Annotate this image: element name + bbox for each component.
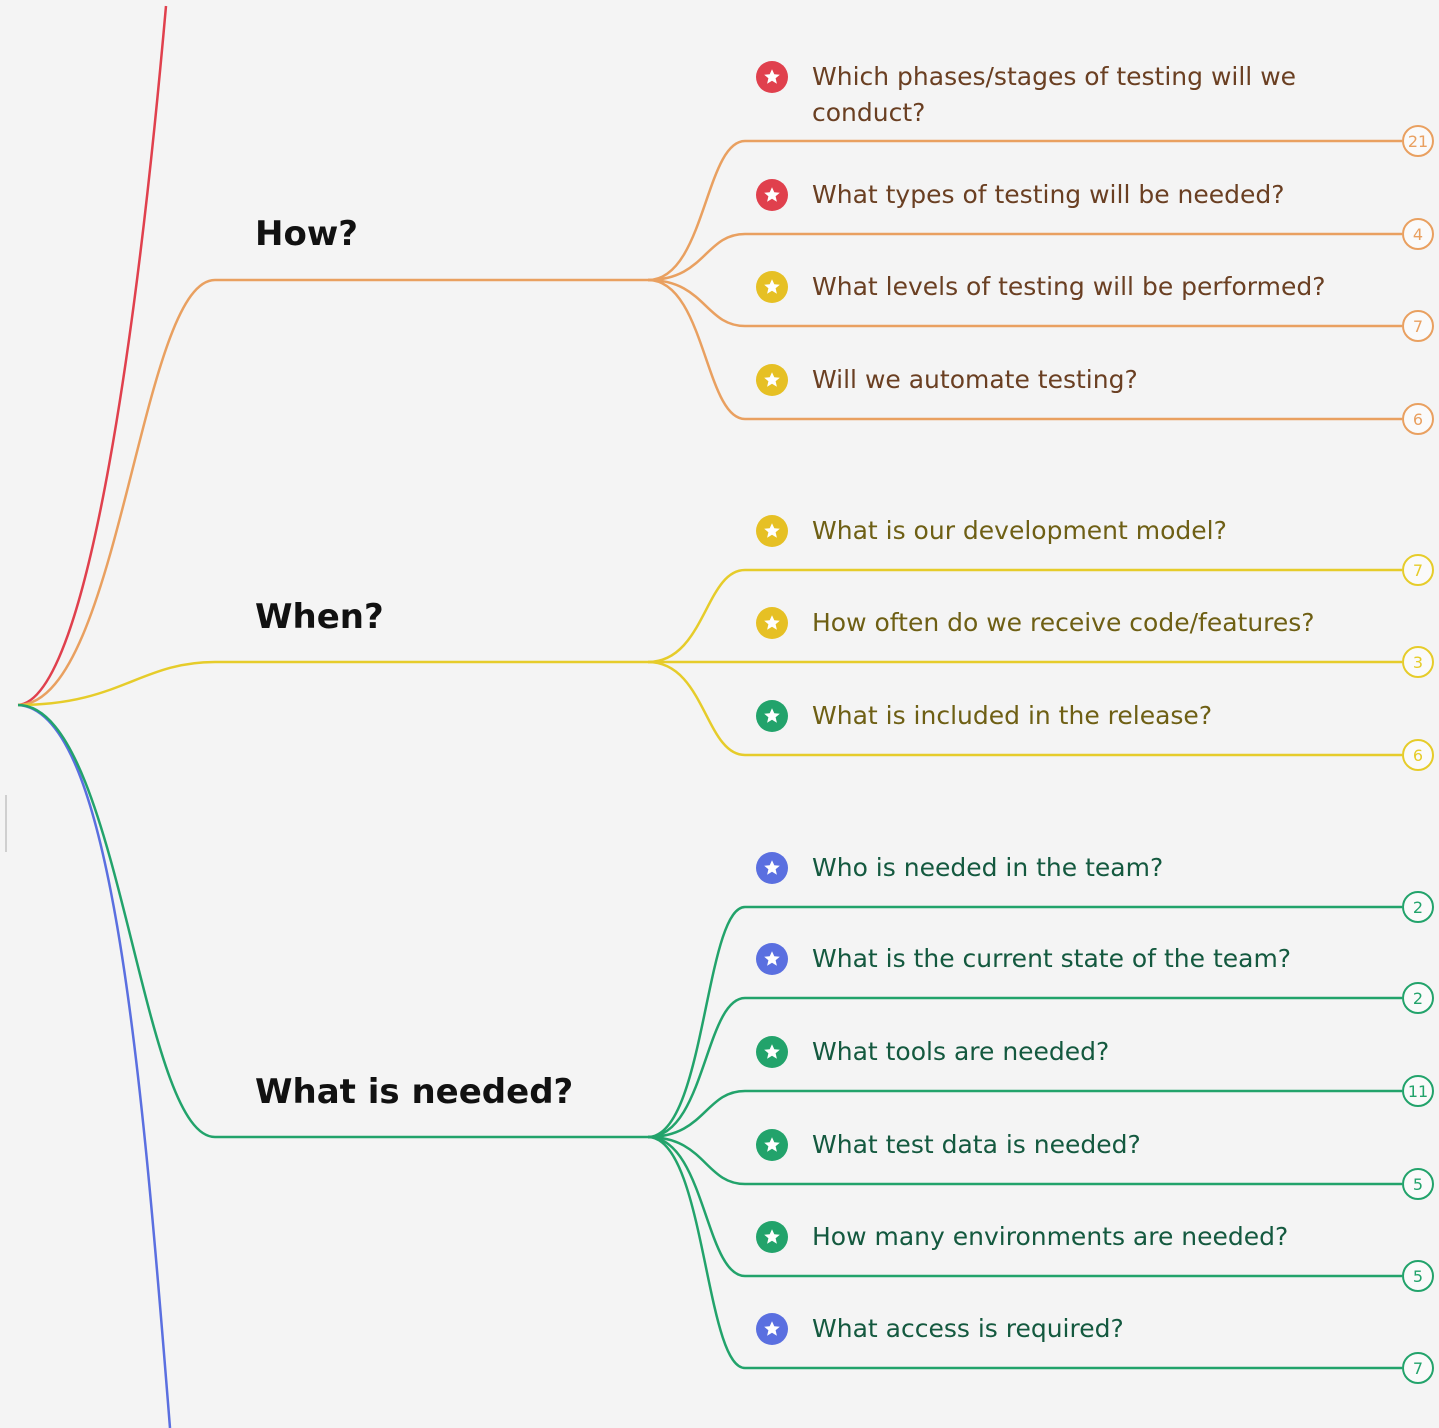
topic-label: What is the current state of the team? <box>812 944 1292 973</box>
collapsed-count-badge[interactable]: 21 <box>1402 125 1434 157</box>
collapsed-count-badge[interactable]: 7 <box>1402 310 1434 342</box>
star-icon <box>756 1036 788 1068</box>
topic-which-phases-stages-of-testing-will-we-conduct[interactable]: Which phases/stages of testing will we c… <box>756 59 1372 131</box>
branch-title-how[interactable]: How? <box>255 214 358 254</box>
collapsed-count-badge[interactable]: 5 <box>1402 1260 1434 1292</box>
topic-how-often-do-we-receive-code-features[interactable]: How often do we receive code/features? <box>756 605 1315 641</box>
leaf-line-what-tools-are-needed <box>647 1089 1402 1139</box>
topic-what-tools-are-needed[interactable]: What tools are needed? <box>756 1034 1109 1070</box>
star-icon <box>756 943 788 975</box>
leaf-line-how-many-environments-are-needed <box>647 1135 1402 1278</box>
star-icon <box>756 364 788 396</box>
leaf-line-what-is-our-development-model <box>647 568 1402 664</box>
collapsed-count-badge[interactable]: 11 <box>1402 1075 1434 1107</box>
leaf-line-what-is-the-current-state-of-the-team <box>647 996 1402 1139</box>
topic-label: What test data is needed? <box>812 1130 1141 1159</box>
leaf-line-what-is-included-in-the-release <box>647 660 1402 757</box>
leaf-line-what-access-is-required <box>647 1135 1402 1370</box>
topic-will-we-automate-testing[interactable]: Will we automate testing? <box>756 362 1138 398</box>
topic-what-test-data-is-needed[interactable]: What test data is needed? <box>756 1127 1141 1163</box>
star-icon <box>756 515 788 547</box>
leaf-line-who-is-needed-in-the-team <box>647 905 1402 1139</box>
star-icon <box>756 1313 788 1345</box>
topic-label: What levels of testing will be performed… <box>812 272 1326 301</box>
collapsed-count-badge[interactable]: 2 <box>1402 982 1434 1014</box>
star-icon <box>756 700 788 732</box>
star-icon <box>756 852 788 884</box>
star-icon <box>756 61 788 93</box>
collapsed-count-badge[interactable]: 4 <box>1402 218 1434 250</box>
topic-label: What types of testing will be needed? <box>812 180 1285 209</box>
collapsed-count-badge[interactable]: 2 <box>1402 891 1434 923</box>
topic-what-levels-of-testing-will-be-performed[interactable]: What levels of testing will be performed… <box>756 269 1325 305</box>
topic-label: How many environments are needed? <box>812 1222 1289 1251</box>
branch-line-how <box>17 278 648 707</box>
leaf-line-which-phases-stages-of-testing-will-we-conduct <box>647 139 1402 282</box>
topic-what-is-the-current-state-of-the-team[interactable]: What is the current state of the team? <box>756 941 1291 977</box>
collapsed-count-badge[interactable]: 7 <box>1402 1352 1434 1384</box>
topic-label: What is our development model? <box>812 516 1227 545</box>
collapsed-count-badge[interactable]: 6 <box>1402 403 1434 435</box>
topic-label: Who is needed in the team? <box>812 853 1164 882</box>
collapsed-count-badge[interactable]: 7 <box>1402 554 1434 586</box>
star-icon <box>756 179 788 211</box>
red-branch-line <box>17 5 168 707</box>
branch-line-when <box>17 660 648 707</box>
topic-label: Which phases/stages of testing will we c… <box>812 62 1297 127</box>
collapsed-count-badge[interactable]: 6 <box>1402 739 1434 771</box>
collapsed-count-badge[interactable]: 3 <box>1402 646 1434 678</box>
topic-label: How often do we receive code/features? <box>812 608 1315 637</box>
topic-what-is-included-in-the-release[interactable]: What is included in the release? <box>756 698 1212 734</box>
branch-line-what-is-needed <box>17 703 648 1139</box>
branch-title-what-is-needed[interactable]: What is needed? <box>255 1072 574 1112</box>
leaf-line-what-levels-of-testing-will-be-performed <box>647 278 1402 328</box>
leaf-line-what-types-of-testing-will-be-needed <box>647 232 1402 282</box>
star-icon <box>756 1129 788 1161</box>
collapsed-count-badge[interactable]: 5 <box>1402 1168 1434 1200</box>
topic-who-is-needed-in-the-team[interactable]: Who is needed in the team? <box>756 850 1163 886</box>
topic-label: What is included in the release? <box>812 701 1213 730</box>
topic-label: What access is required? <box>812 1314 1124 1343</box>
topic-what-access-is-required[interactable]: What access is required? <box>756 1311 1124 1347</box>
leaf-line-what-test-data-is-needed <box>647 1135 1402 1186</box>
star-icon <box>756 1221 788 1253</box>
star-icon <box>756 607 788 639</box>
topic-how-many-environments-are-needed[interactable]: How many environments are needed? <box>756 1219 1288 1255</box>
topic-what-is-our-development-model[interactable]: What is our development model? <box>756 513 1227 549</box>
topic-what-types-of-testing-will-be-needed[interactable]: What types of testing will be needed? <box>756 177 1285 213</box>
star-icon <box>756 271 788 303</box>
blue-branch-line <box>17 703 172 1428</box>
branch-title-when[interactable]: When? <box>255 597 384 637</box>
topic-label: Will we automate testing? <box>812 365 1138 394</box>
topic-label: What tools are needed? <box>812 1037 1110 1066</box>
leaf-line-will-we-automate-testing <box>647 278 1402 421</box>
